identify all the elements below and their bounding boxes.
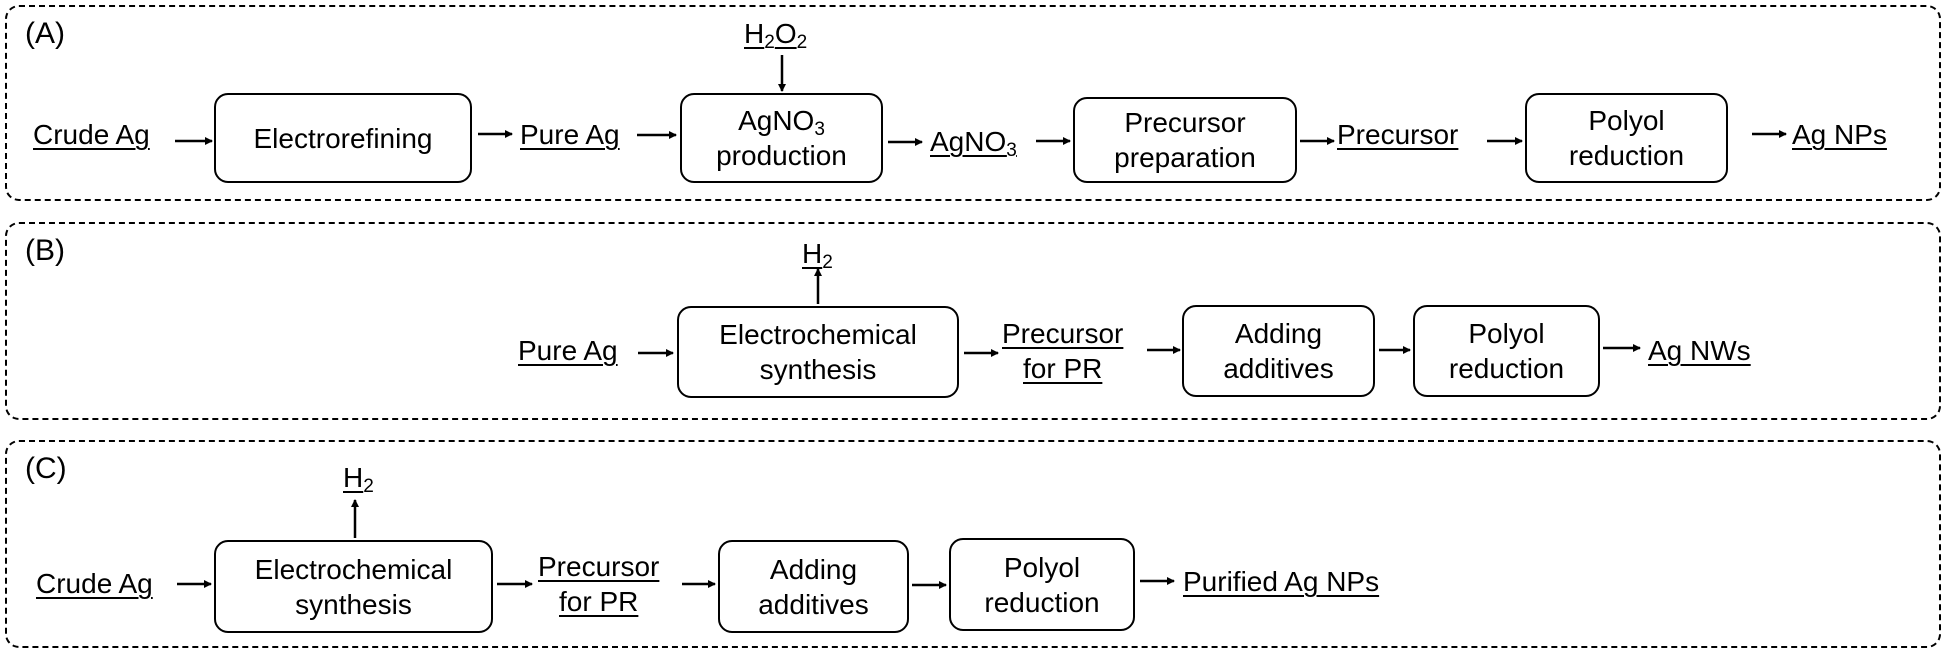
a-polyol-reduction-box: Polyol reduction: [1525, 93, 1728, 183]
a-ag-nps-label: Ag NPs: [1792, 119, 1887, 150]
panel-label-a: (A): [25, 17, 65, 50]
c-electrochemical-synthesis-box: Electrochemical synthesis: [214, 540, 493, 633]
a-agno3-production-bottom: production: [716, 140, 847, 171]
panel-label-c: (C): [25, 452, 67, 485]
a-polyol-reduction-text: Polyol reduction: [1568, 105, 1685, 171]
b-electrochemical-synthesis-text: Electrochemical synthesis: [719, 319, 917, 385]
c-purified-ag-nps-label: Purified Ag NPs: [1183, 566, 1380, 597]
b-pure-ag-label: Pure Ag: [518, 335, 618, 366]
c-electrochemical-synthesis-text: Electrochemical synthesis: [254, 553, 453, 620]
c-h2-label: H2: [343, 462, 374, 497]
b-h2-label: H2: [802, 238, 833, 273]
a-agno3-production-box: AgNO3 production: [680, 93, 883, 183]
a-precursor-preparation-box: Precursor preparation: [1073, 97, 1297, 183]
a-agno3-label: AgNO3: [930, 126, 1017, 161]
c-polyol-reduction-box: Polyol reduction: [949, 538, 1135, 631]
a-precursor-label: Precursor: [1337, 119, 1459, 150]
b-ag-nws-label: Ag NWs: [1648, 335, 1751, 366]
panel-label-b: (B): [25, 234, 65, 267]
c-adding-additives-box: Adding additives: [718, 540, 909, 633]
b-polyol-reduction-text: Polyol reduction: [1448, 318, 1565, 384]
b-polyol-reduction-box: Polyol reduction: [1413, 305, 1600, 397]
c-precursor-for-pr-label: Precursor for PR: [538, 551, 660, 617]
c-polyol-reduction-text: Polyol reduction: [984, 551, 1100, 618]
b-electrochemical-synthesis-box: Electrochemical synthesis: [677, 306, 959, 398]
a-electrorefining-box: Electrorefining: [214, 93, 472, 183]
panel-a: (A): [5, 5, 1941, 201]
a-h2o2-label: H2O2: [744, 18, 808, 53]
b-adding-additives-text: Adding additives: [1223, 318, 1334, 384]
b-adding-additives-box: Adding additives: [1182, 305, 1375, 397]
panel-b: (B): [5, 222, 1941, 420]
b-precursor-for-pr-label: Precursor for PR: [1002, 318, 1124, 384]
a-precursor-preparation-text: Precursor preparation: [1114, 107, 1256, 173]
c-adding-additives-text: Adding additives: [758, 553, 869, 620]
a-electrorefining-text: Electrorefining: [253, 122, 433, 154]
a-agno3-production-top: AgNO3: [738, 105, 825, 140]
a-pure-ag-label: Pure Ag: [520, 119, 620, 150]
c-crude-ag-label: Crude Ag: [36, 568, 153, 599]
a-crude-ag-label: Crude Ag: [33, 119, 150, 150]
panel-c: (C): [5, 440, 1941, 648]
